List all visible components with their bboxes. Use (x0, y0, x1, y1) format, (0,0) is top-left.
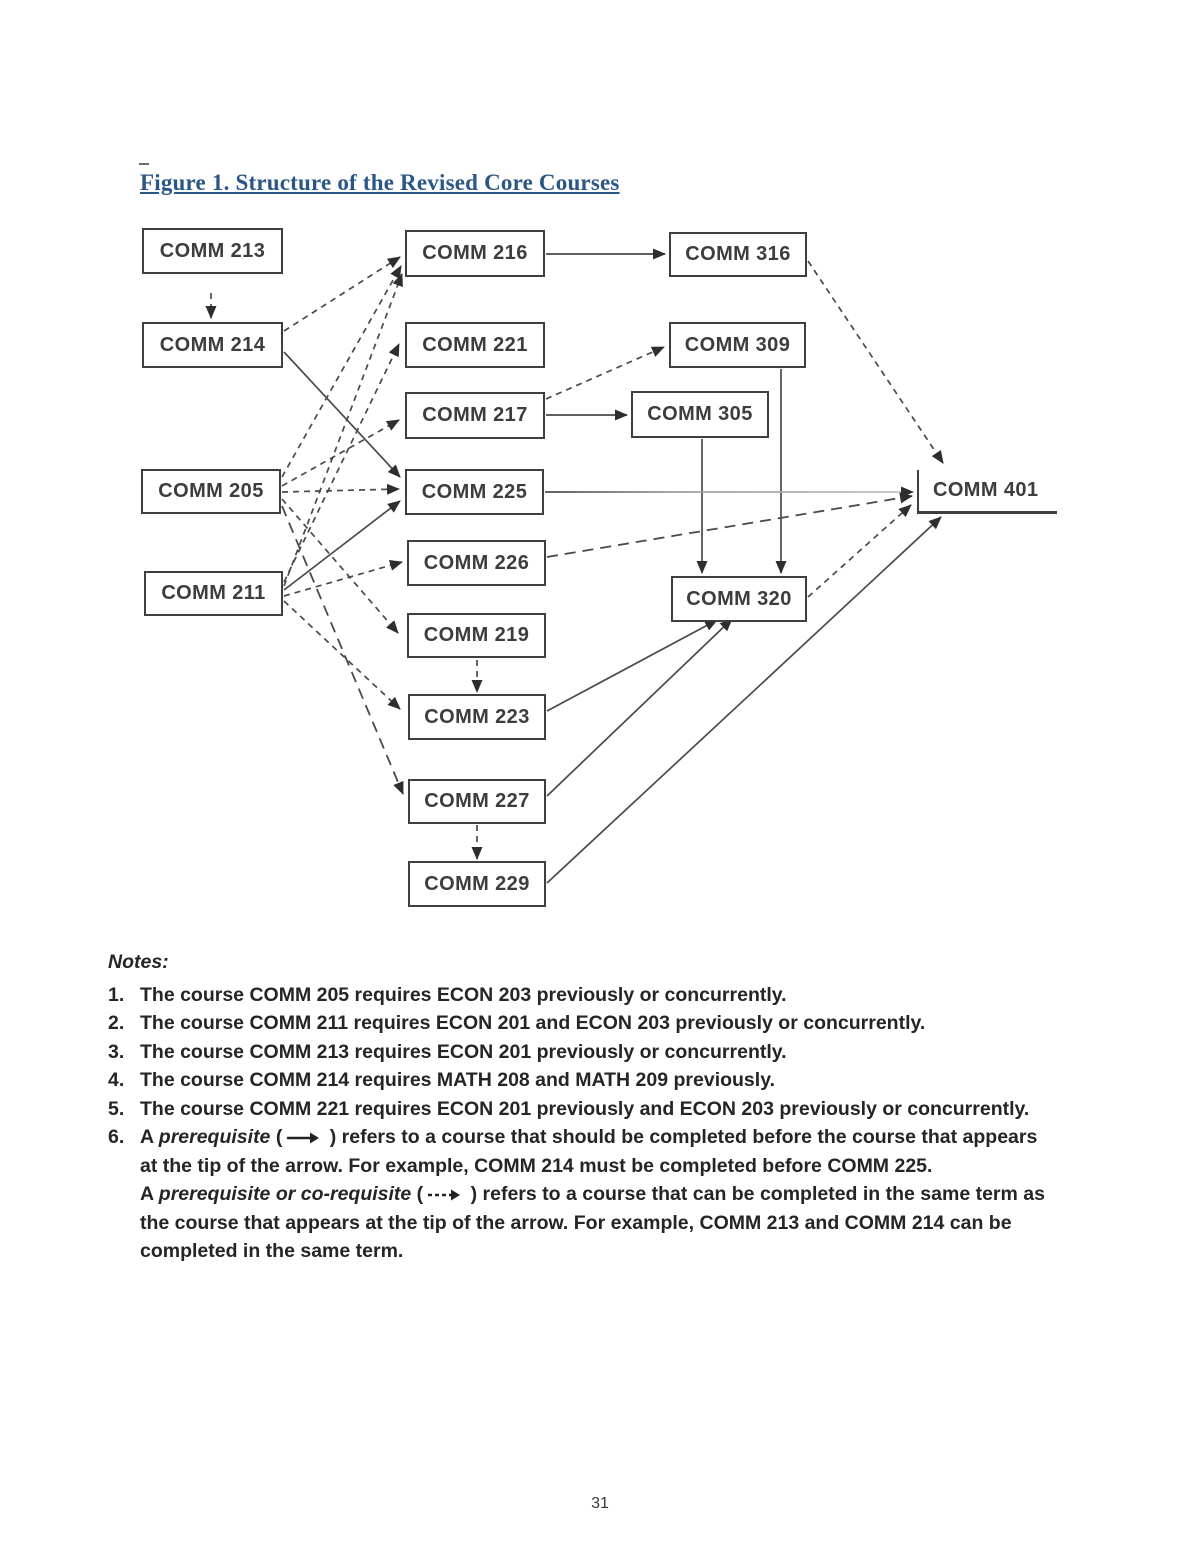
note-text: The course COMM 214 requires MATH 208 an… (140, 1069, 776, 1091)
edge-COMM320-COMM401 (807, 504, 912, 598)
edge-COMM211-COMM223 (283, 600, 401, 710)
edge-COMM205-COMM227 (281, 505, 404, 795)
note-text: The course COMM 211 requires ECON 201 an… (140, 1012, 926, 1034)
course-box-316: COMM 316 (669, 232, 807, 277)
course-box-401: COMM 401 (917, 470, 1057, 514)
edge-COMM229-COMM401 (546, 516, 942, 884)
course-label: COMM 229 (424, 872, 530, 895)
note-item-1: 1. The course COMM 205 requires ECON 203… (108, 981, 1058, 1010)
course-label: COMM 211 (161, 582, 266, 604)
course-label: COMM 217 (422, 404, 528, 426)
course-label: COMM 401 (933, 479, 1039, 501)
course-label: COMM 225 (421, 480, 528, 503)
note-number: 1. (108, 983, 125, 1006)
figure-title: Figure 1. Structure of the Revised Core … (140, 170, 620, 195)
course-box-309: COMM 309 (669, 322, 806, 368)
edge-COMM227-COMM320 (546, 618, 733, 797)
edge-COMM211-COMM221 (283, 343, 400, 583)
course-label: COMM 226 (423, 551, 530, 574)
course-box-221: COMM 221 (405, 322, 545, 368)
notes-section: Notes: 1. The course COMM 205 requires E… (108, 948, 1058, 1266)
prerequisite-arrow-icon (287, 1132, 320, 1144)
note-text: The course COMM 213 requires ECON 201 pr… (140, 1040, 787, 1063)
course-box-320: COMM 320 (671, 576, 807, 622)
course-label: COMM 221 (422, 333, 528, 356)
coreq-paragraph: A prerequisite or co-requisite ( ) refer… (140, 1180, 1058, 1266)
note-text: A prerequisite or co-requisite ( ) refer… (140, 1180, 1058, 1266)
edge-COMM205-COMM216 (281, 265, 402, 478)
course-box-226: COMM 226 (407, 540, 546, 586)
course-box-205: COMM 205 (141, 469, 281, 514)
note-item-2: 2. The course COMM 211 requires ECON 201… (108, 1009, 1058, 1038)
edge-COMM316-COMM401 (807, 260, 944, 464)
coreq-paren: ( (411, 1183, 424, 1205)
course-box-217: COMM 217 (405, 392, 545, 439)
course-label: COMM 227 (424, 790, 530, 812)
course-box-229: COMM 229 (408, 861, 546, 907)
note6-term: prerequisite (158, 1126, 271, 1148)
note-item-5: 5. The course COMM 221 requires ECON 201… (108, 1095, 1058, 1124)
edge-COMM211-COMM216 (283, 273, 403, 587)
course-label: COMM 320 (686, 587, 792, 610)
course-box-225: COMM 225 (405, 469, 544, 515)
note-number: 4. (108, 1069, 125, 1091)
course-label: COMM 214 (159, 333, 266, 356)
coreq-lead: A (140, 1183, 159, 1205)
course-label: COMM 305 (647, 403, 753, 425)
title-artifact-dash (139, 163, 149, 165)
edge-COMM226-COMM401 (546, 492, 913, 558)
note-number: 5. (108, 1097, 125, 1120)
edge-COMM214-COMM216 (283, 256, 401, 332)
coreq-term: prerequisite or co-requisite (158, 1183, 412, 1205)
course-label: COMM 223 (424, 705, 530, 728)
notes-heading: Notes: (108, 951, 169, 973)
course-label: COMM 205 (158, 480, 264, 502)
course-box-227: COMM 227 (408, 779, 546, 824)
course-box-305: COMM 305 (631, 391, 769, 438)
corequisite-arrow-icon (428, 1189, 461, 1201)
course-box-213: COMM 213 (142, 228, 283, 274)
edge-COMM205-COMM217 (281, 419, 400, 487)
course-label: COMM 213 (159, 239, 266, 262)
note-number: 2. (108, 1012, 125, 1034)
note6-lead: A (140, 1126, 159, 1148)
edge-COMM205-COMM225 (281, 483, 400, 495)
page-number: 31 (591, 1495, 609, 1512)
edge-COMM205-COMM219 (281, 498, 399, 634)
note-text: The course COMM 205 requires ECON 203 pr… (140, 983, 787, 1006)
edge-COMM223-COMM320 (546, 619, 718, 712)
note-number: 3. (108, 1040, 125, 1063)
note-text: The course COMM 221 requires ECON 201 pr… (140, 1097, 1030, 1120)
edge-COMM214-COMM225 (283, 351, 401, 478)
note-text: A prerequisite ( ) refers to a course th… (140, 1123, 1058, 1180)
course-box-214: COMM 214 (142, 322, 283, 368)
course-box-223: COMM 223 (408, 694, 546, 740)
course-box-211: COMM 211 (144, 571, 283, 616)
edge-COMM211-COMM225 (283, 500, 401, 591)
coreq-rest: ) refers to a course that can be complet… (140, 1183, 1045, 1262)
note-number: 6. (108, 1126, 125, 1148)
note-item-3: 3. The course COMM 213 requires ECON 201… (108, 1038, 1058, 1067)
course-label: COMM 216 (422, 242, 528, 264)
note-item-4: 4. The course COMM 214 requires MATH 208… (108, 1066, 1058, 1095)
note6-rest: ) refers to a course that should be comp… (140, 1126, 1038, 1177)
edge-COMM211-COMM226 (283, 560, 403, 597)
note6-paren: ( (270, 1126, 283, 1148)
course-label: COMM 219 (423, 624, 530, 646)
course-box-216: COMM 216 (405, 230, 545, 277)
course-label: COMM 316 (685, 243, 791, 265)
course-label: COMM 309 (684, 333, 791, 356)
course-box-219: COMM 219 (407, 613, 546, 658)
note-item-6: 6. A prerequisite ( ) refers to a course… (108, 1123, 1058, 1180)
